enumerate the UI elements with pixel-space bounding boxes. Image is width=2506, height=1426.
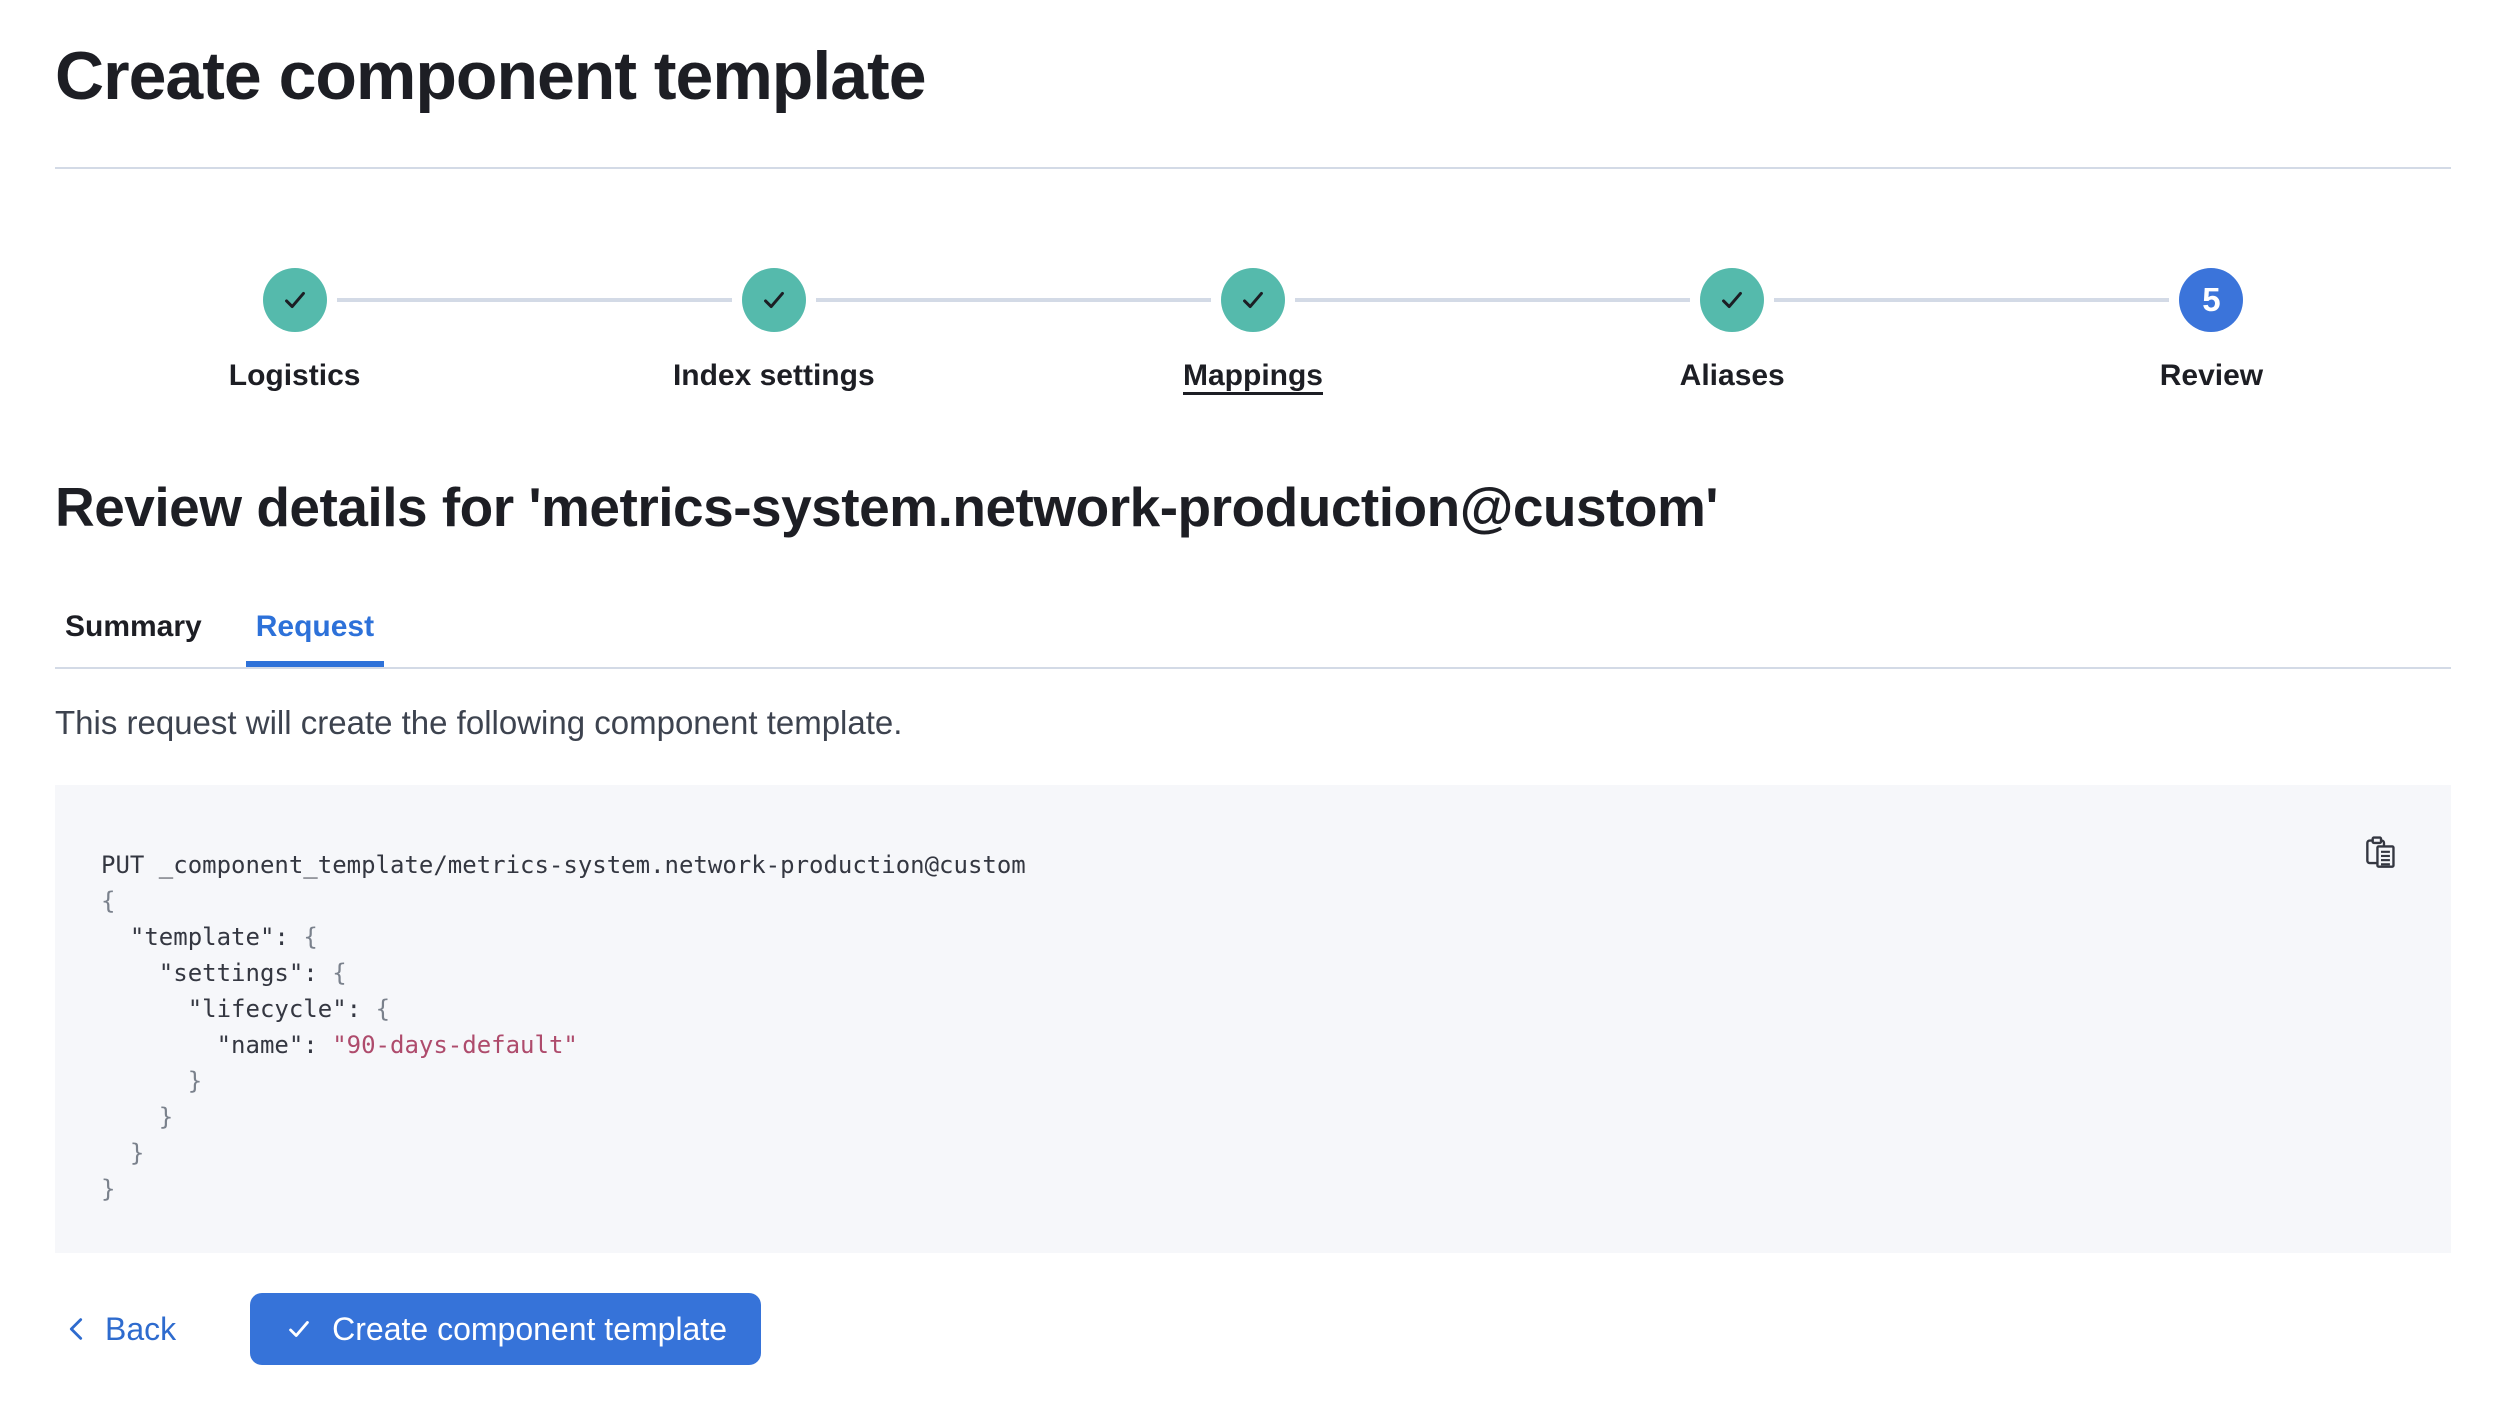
step-complete-circle — [1221, 268, 1285, 332]
step-complete-circle — [1700, 268, 1765, 332]
code-line: "template": { — [129, 923, 318, 951]
check-icon — [284, 1314, 314, 1344]
request-code-block: PUT _component_template/metrics-system.n… — [55, 785, 2451, 1253]
step-logistics[interactable]: Logistics — [55, 268, 534, 396]
step-label: Index settings — [672, 359, 875, 392]
code-line: PUT _component_template/metrics-system.n… — [101, 851, 1026, 879]
copy-to-clipboard-button[interactable] — [2357, 829, 2405, 877]
title-divider — [55, 167, 2451, 169]
create-button-label: Create component template — [332, 1310, 728, 1347]
check-icon — [280, 285, 310, 315]
code-line: } — [187, 1067, 203, 1095]
step-number: 5 — [2202, 281, 2221, 318]
code-line: "lifecycle": { — [187, 995, 391, 1023]
check-icon — [1238, 285, 1268, 315]
step-label: Mappings — [1183, 359, 1323, 392]
step-label: Logistics — [228, 359, 361, 392]
review-details-heading: Review details for 'metrics-system.netwo… — [55, 476, 1719, 538]
code-lines: PUT _component_template/metrics-system.n… — [101, 847, 2391, 1207]
step-current-circle: 5 — [2179, 268, 2244, 332]
code-line: "name": "90-days-default" — [216, 1031, 578, 1059]
footer-actions: Back Create component template — [55, 1293, 2451, 1365]
chevron-left-icon — [61, 1314, 91, 1344]
back-button[interactable]: Back — [55, 1311, 182, 1348]
step-complete-circle — [262, 268, 327, 332]
back-button-label: Back — [105, 1310, 177, 1347]
check-icon — [1717, 285, 1747, 315]
step-label: Review — [2159, 359, 2264, 392]
step-mappings[interactable]: Mappings — [815, 268, 1492, 396]
tab-summary[interactable]: Summary — [55, 609, 212, 667]
review-tabs: Summary Request — [55, 609, 2451, 669]
tab-request[interactable]: Request — [246, 609, 384, 667]
code-line: } — [158, 1103, 174, 1131]
code-line: { — [101, 887, 116, 915]
create-component-template-button[interactable]: Create component template — [250, 1293, 762, 1365]
copy-clipboard-icon — [2362, 834, 2400, 872]
request-description: This request will create the following c… — [55, 704, 903, 741]
page-title: Create component template — [55, 38, 927, 114]
step-review: 5 Review — [1774, 268, 2451, 396]
code-line: } — [129, 1139, 145, 1167]
check-icon — [759, 285, 789, 315]
create-component-template-page: Create component template Logistics Inde… — [0, 38, 2506, 1365]
step-progress-indicator: Logistics Index settings Mappings — [55, 268, 2451, 396]
step-aliases[interactable]: Aliases — [1294, 268, 1972, 396]
step-label: Aliases — [1679, 359, 1785, 392]
step-index-settings[interactable]: Index settings — [336, 268, 1013, 396]
code-line: } — [101, 1175, 116, 1203]
step-complete-circle — [741, 268, 806, 332]
code-line: "settings": { — [158, 959, 347, 987]
